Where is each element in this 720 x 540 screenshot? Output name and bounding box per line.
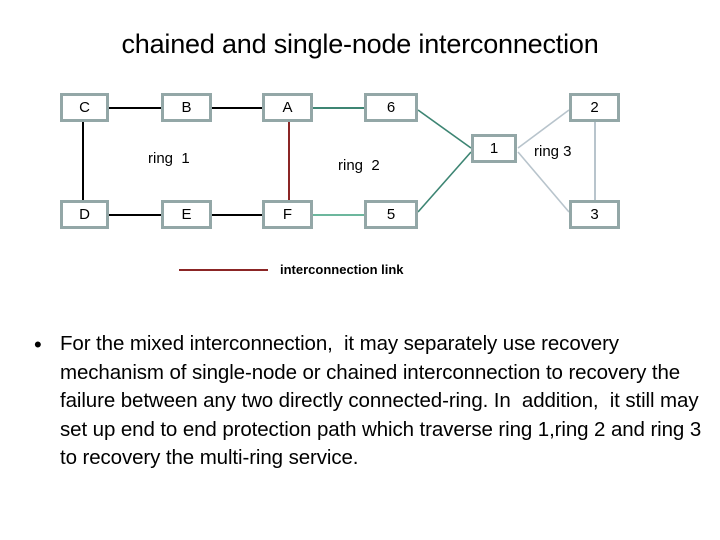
node-box-B[interactable]: B — [161, 93, 212, 122]
node-label: D — [79, 206, 90, 223]
node-box-6[interactable]: 6 — [364, 93, 418, 122]
node-label: A — [282, 99, 293, 116]
diagram-diagonal-links — [417, 109, 570, 213]
legend: interconnection link — [0, 262, 720, 288]
node-label: E — [181, 206, 192, 223]
link-5-1 — [417, 151, 472, 213]
node-label: B — [181, 99, 192, 116]
body-text-block: • For the mixed interconnection, it may … — [34, 330, 710, 473]
node-label: 6 — [386, 99, 396, 116]
link-c-b — [109, 107, 161, 109]
link-f-5 — [313, 214, 364, 216]
node-label: 3 — [590, 206, 599, 223]
bullet-item: • For the mixed interconnection, it may … — [34, 330, 710, 473]
node-box-C[interactable]: C — [60, 93, 109, 122]
node-box-F[interactable]: F — [262, 200, 313, 229]
node-box-D[interactable]: D — [60, 200, 109, 229]
node-label: 5 — [386, 206, 396, 223]
node-box-3[interactable]: 3 — [569, 200, 620, 229]
ring-label-1: ring 1 — [148, 150, 190, 167]
node-label: F — [282, 206, 293, 223]
link-6-1 — [417, 109, 472, 149]
ring-label-2: ring 2 — [338, 157, 380, 174]
legend-label: interconnection link — [280, 262, 404, 277]
page-title: chained and single-node interconnection — [121, 29, 599, 59]
ring-label-3: ring 3 — [534, 143, 572, 160]
link-2-3 — [594, 122, 596, 200]
link-1-3 — [517, 151, 570, 213]
node-label: 2 — [590, 99, 599, 116]
link-c-d — [82, 122, 84, 200]
link-a-6 — [313, 107, 364, 109]
node-label: 1 — [489, 140, 499, 157]
node-box-5[interactable]: 5 — [364, 200, 418, 229]
link-a-f — [288, 122, 290, 200]
node-box-A[interactable]: A — [262, 93, 313, 122]
link-e-f — [212, 214, 262, 216]
link-b-a — [212, 107, 262, 109]
node-label: C — [79, 99, 90, 116]
node-box-1[interactable]: 1 — [471, 134, 517, 163]
link-1-2 — [517, 109, 570, 149]
bullet-text: For the mixed interconnection, it may se… — [60, 332, 707, 469]
node-box-E[interactable]: E — [161, 200, 212, 229]
node-box-2[interactable]: 2 — [569, 93, 620, 122]
link-d-e — [109, 214, 161, 216]
legend-line-sample — [179, 269, 268, 271]
bullet-marker-icon: • — [34, 332, 42, 357]
